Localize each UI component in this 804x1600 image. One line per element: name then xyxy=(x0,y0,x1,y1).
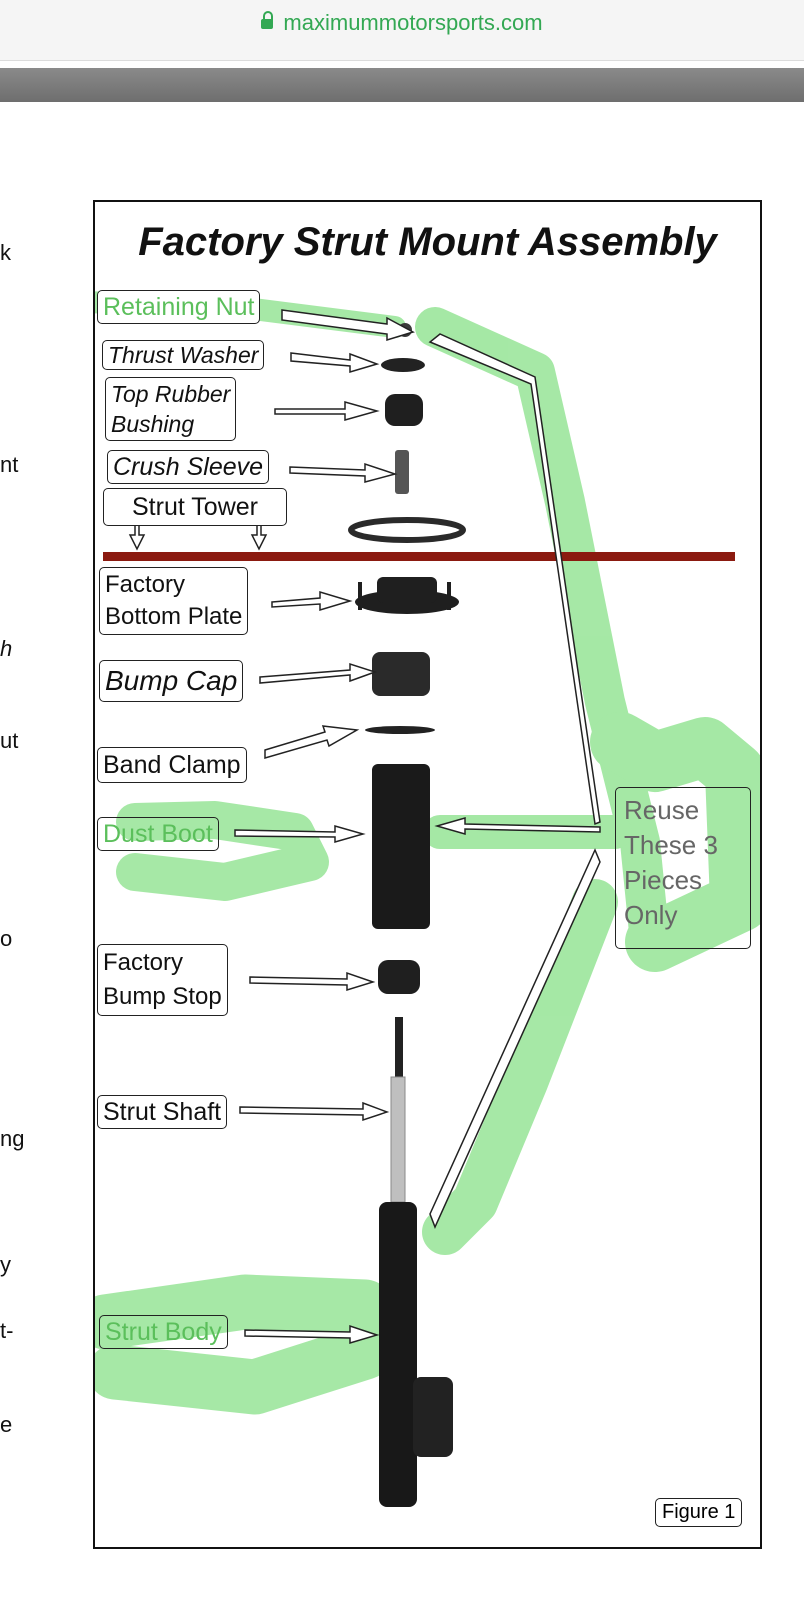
strut-body-part xyxy=(379,1202,417,1507)
shaft-tip-part xyxy=(395,1017,403,1077)
thrust-washer-part xyxy=(381,358,425,372)
label-line: Factory xyxy=(105,571,186,598)
strut-assembly-figure: Factory Strut Mount Assembly Retaining N… xyxy=(93,200,762,1549)
bump-stop-part xyxy=(378,960,420,994)
strut-tower-part xyxy=(348,517,466,543)
label-factory-bottom-plate: Factory Bottom Plate xyxy=(99,567,249,635)
text-fragment: y xyxy=(0,1252,11,1277)
text-fragment: k xyxy=(0,240,11,265)
text-fragment: e xyxy=(0,1412,13,1437)
lock-icon xyxy=(261,11,274,29)
label-retaining-nut: Retaining Nut xyxy=(97,290,261,324)
highlight-stroke xyxy=(415,307,670,962)
label-band-clamp: Band Clamp xyxy=(97,747,247,783)
reuse-note-box: Reuse These 3 Pieces Only xyxy=(615,787,751,949)
browser-url-bar[interactable]: maximummotorsports.com xyxy=(0,0,804,61)
text-fragment: o xyxy=(0,926,13,951)
label-line: Bump Stop xyxy=(103,983,222,1010)
strut-bracket-part xyxy=(413,1377,453,1457)
highlight-stroke xyxy=(95,1274,393,1415)
figure-drawing xyxy=(95,291,760,1507)
url-display[interactable]: maximummotorsports.com xyxy=(0,10,804,36)
strut-shaft-part xyxy=(390,1076,406,1203)
bump-cap-part xyxy=(372,652,430,696)
label-line: Top Rubber xyxy=(111,381,231,407)
text-fragment: nt xyxy=(0,452,19,477)
text-fragment: ng xyxy=(0,1126,25,1151)
label-dust-boot: Dust Boot xyxy=(97,817,219,851)
reuse-note-line: Reuse xyxy=(624,795,700,825)
text-fragment: ut xyxy=(0,728,19,753)
highlight-stroke xyxy=(116,801,329,901)
leader-arrows xyxy=(128,309,601,1345)
label-crush-sleeve: Crush Sleeve xyxy=(107,450,270,484)
url-text: maximummotorsports.com xyxy=(283,10,543,35)
strut-tower-bar xyxy=(103,552,735,561)
text-fragment: h xyxy=(0,636,13,661)
label-top-rubber-bushing: Top Rubber Bushing xyxy=(105,377,237,441)
reuse-note-line: Pieces xyxy=(624,865,703,895)
reuse-note-line: These 3 xyxy=(624,830,718,860)
figure-number-label: Figure 1 xyxy=(655,1498,743,1527)
dust-boot-part xyxy=(372,764,430,929)
label-strut-body: Strut Body xyxy=(99,1315,228,1349)
top-bushing-part xyxy=(385,394,423,426)
figure-title: Factory Strut Mount Assembly xyxy=(138,220,717,264)
highlight-stroke xyxy=(590,712,760,972)
crush-sleeve-part xyxy=(395,450,409,494)
label-thrust-washer: Thrust Washer xyxy=(102,340,265,370)
label-strut-tower: Strut Tower xyxy=(103,488,287,526)
label-strut-shaft: Strut Shaft xyxy=(97,1095,228,1129)
text-fragment: t- xyxy=(0,1318,14,1343)
label-line: Factory xyxy=(103,949,184,976)
bottom-plate-part xyxy=(355,577,459,614)
highlight-stroke xyxy=(422,879,618,1255)
label-factory-bump-stop: Factory Bump Stop xyxy=(97,944,228,1016)
reuse-note-line: Only xyxy=(624,900,678,930)
label-line: Bottom Plate xyxy=(105,603,243,630)
label-bump-cap: Bump Cap xyxy=(99,660,244,702)
label-line: Bushing xyxy=(111,411,195,437)
band-clamp-part xyxy=(365,726,435,734)
page-toolbar xyxy=(0,68,804,102)
